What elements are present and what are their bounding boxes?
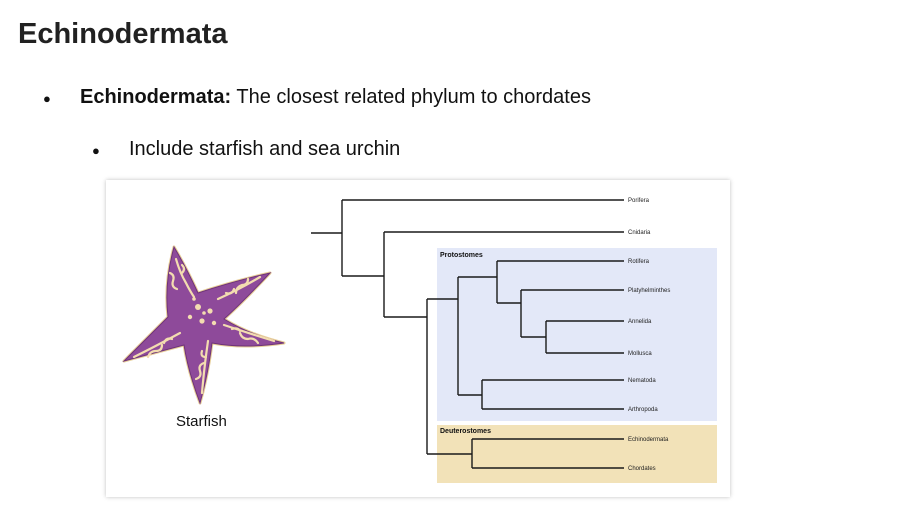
sub-bullet-dot: ●: [92, 143, 100, 158]
bullet-echinodermata: ● Echinodermata: The closest related phy…: [43, 86, 591, 109]
starfish-illustration: [122, 245, 286, 405]
phylogeny-svg: Protostomes Deuterostomes Porifera Cnida…: [122, 198, 717, 483]
bullet-text: The closest related phylum to chordates: [231, 86, 591, 108]
taxon-label-cnidaria: Cnidaria: [628, 230, 651, 236]
slide-title: Echinodermata: [18, 18, 228, 50]
deuterostomes-label: Deuterostomes: [440, 428, 491, 435]
bullet-dot: ●: [43, 91, 51, 106]
taxon-label-nematoda: Nematoda: [628, 378, 656, 384]
starfish-center-spots: [187, 297, 217, 326]
phylogeny-figure: Protostomes Deuterostomes Porifera Cnida…: [106, 180, 730, 497]
taxon-label-rotifera: Rotifera: [628, 259, 650, 265]
taxon-label-annelida: Annelida: [628, 319, 652, 325]
taxon-label-arthropoda: Arthropoda: [628, 407, 658, 413]
sub-bullet-text: Include starfish and sea urchin: [129, 138, 401, 160]
taxon-label-mollusca: Mollusca: [628, 351, 652, 357]
starfish-caption: Starfish: [176, 413, 227, 430]
bullet-include: ● Include starfish and sea urchin: [92, 138, 401, 161]
phylogenetic-tree: [311, 199, 624, 469]
deuterostomes-box: [437, 425, 717, 483]
starfish-pattern: [132, 257, 276, 395]
taxon-label-platyhelminthes: Platyhelminthes: [628, 288, 670, 294]
bullet-term: Echinodermata:: [80, 86, 232, 108]
taxon-label-chordates: Chordates: [628, 466, 656, 472]
taxon-label-echinodermata: Echinodermata: [628, 437, 669, 443]
taxon-label-porifera: Porifera: [628, 198, 650, 204]
protostomes-label: Protostomes: [440, 252, 483, 259]
